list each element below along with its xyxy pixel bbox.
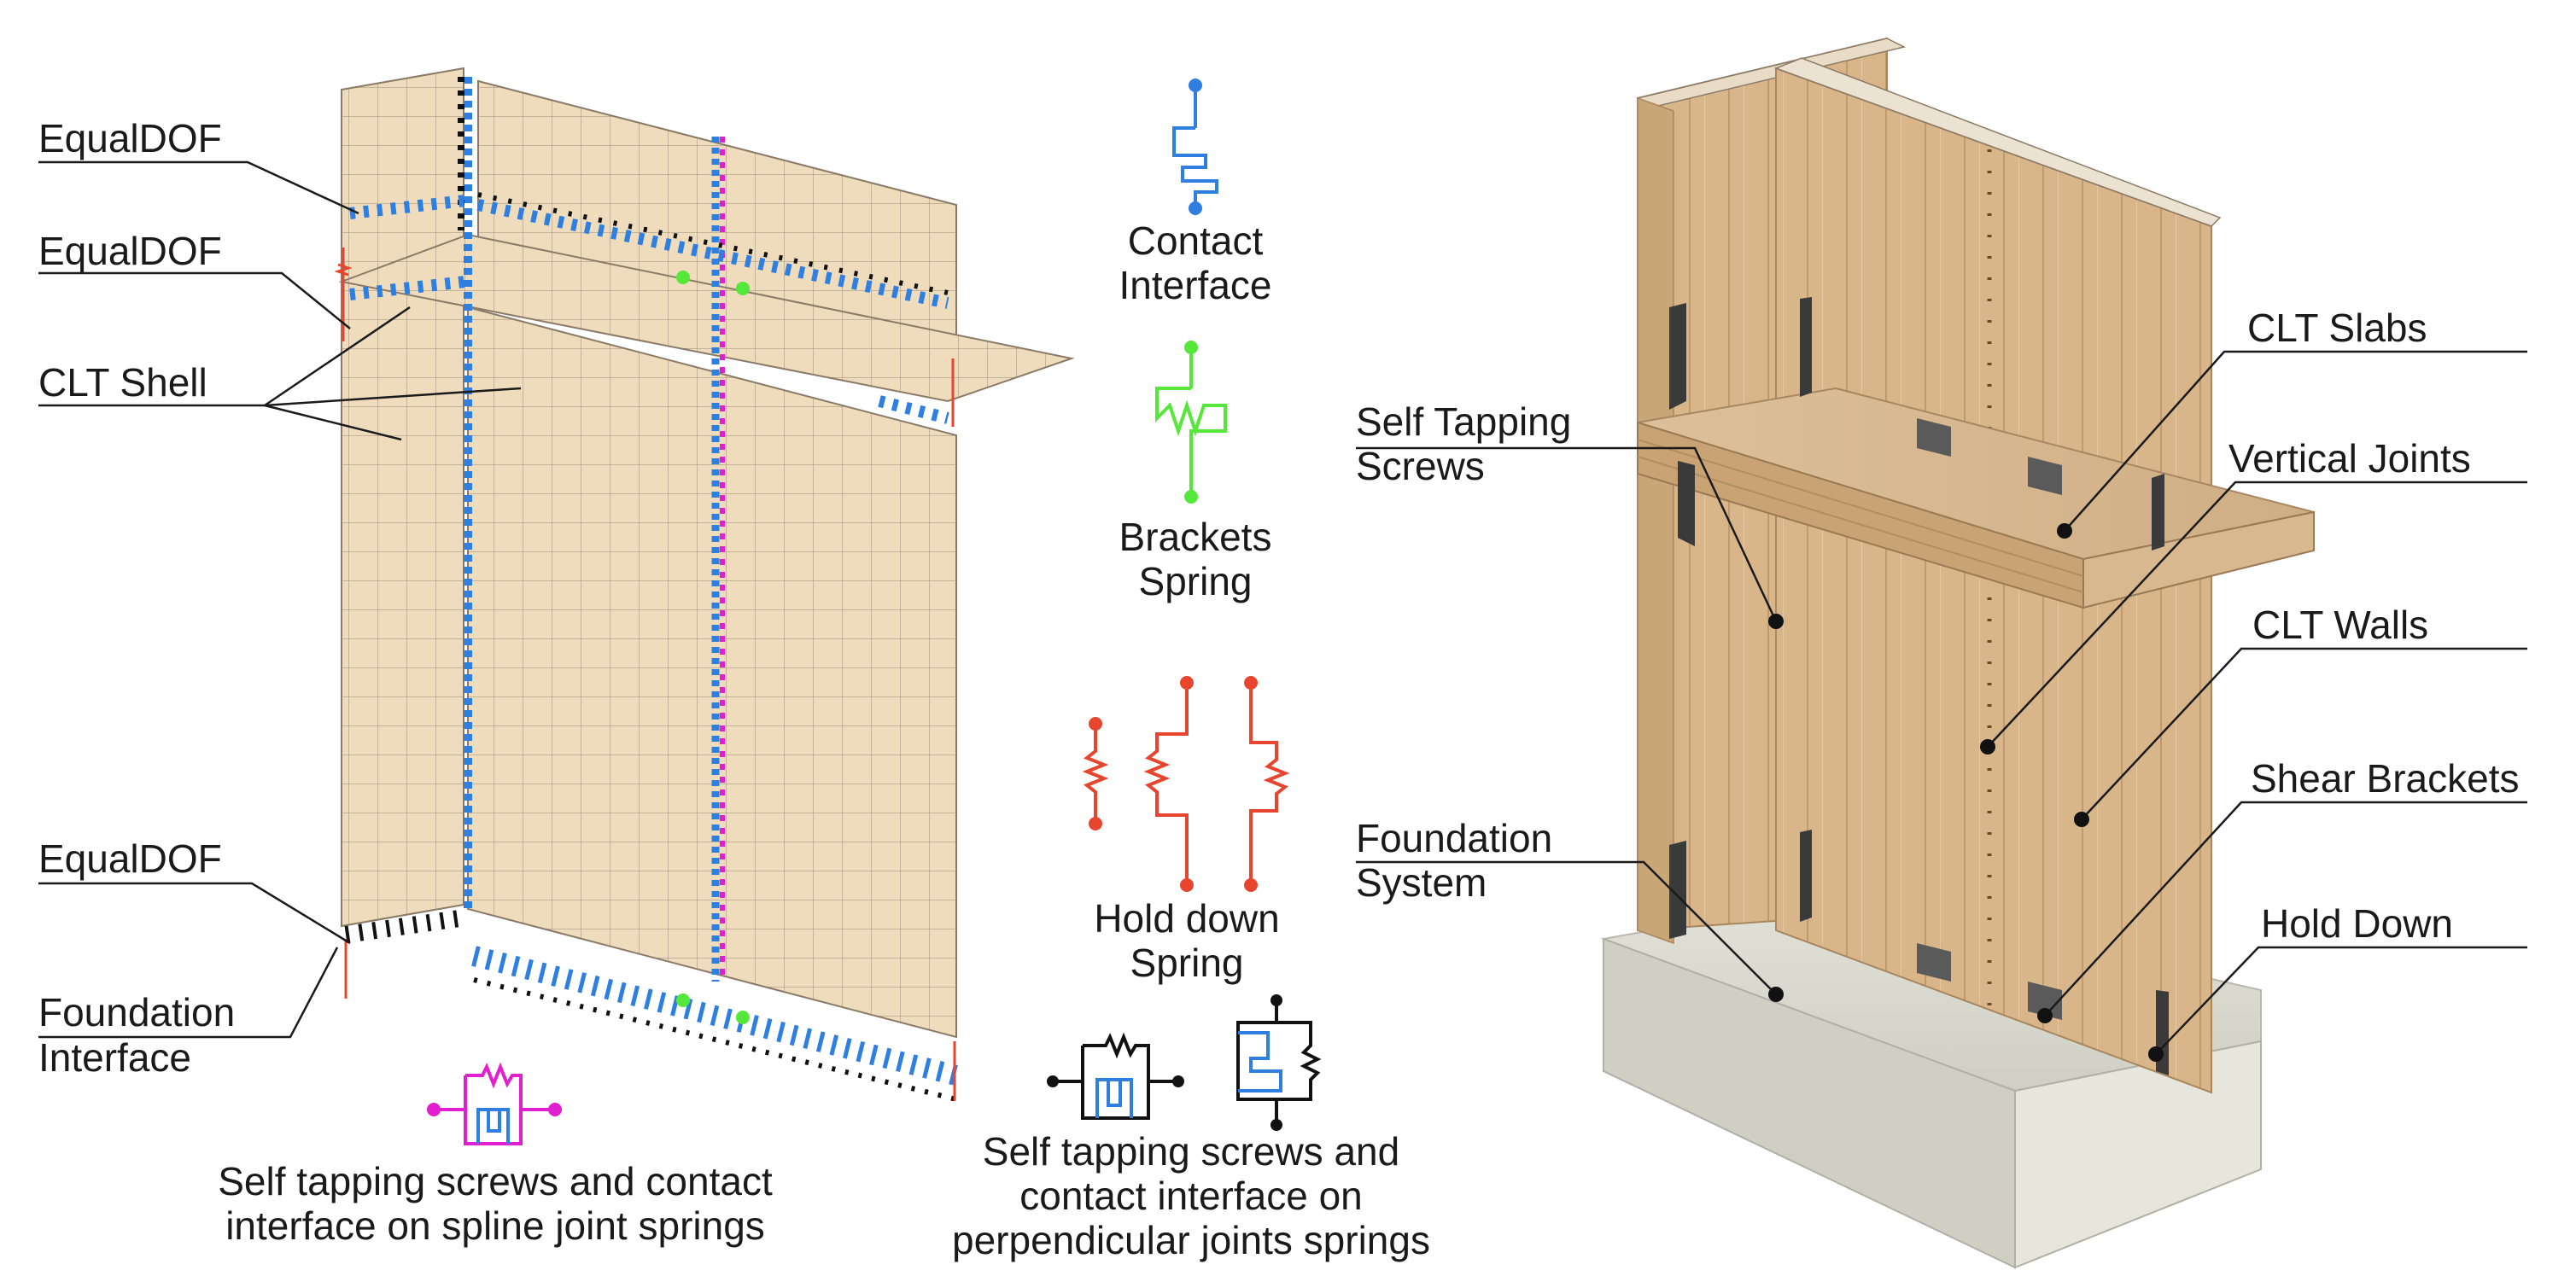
foundation-interface-label-2: Interface [38,1035,191,1080]
vertical-joints-label: Vertical Joints [2228,436,2471,481]
equaldof-label-2: EqualDOF [38,229,222,273]
equaldof-label-1: EqualDOF [38,116,222,160]
hold-down-brackets [1669,297,2169,1075]
self-tapping-label-1: Self Tapping [1356,399,1571,444]
left-leaders [38,160,522,1039]
perpendicular-joint-symbols [1047,994,1322,1131]
clt-walls-label: CLT Walls [2252,603,2428,647]
clt-slabs-label: CLT Slabs [2247,306,2427,350]
equaldof-label-3: EqualDOF [38,836,222,881]
spline-caption-1: Self tapping screws and contact [218,1159,773,1203]
hold-down-spring-label-2: Spring [1130,941,1244,985]
shear-brackets [1917,418,2062,1020]
spline-caption-2: interface on spline joint springs [225,1203,765,1248]
shear-brackets-label: Shear Brackets [2251,756,2519,801]
right-labels: CLT Slabs Self Tapping Screws Vertical J… [1356,306,2519,946]
slab-joint-springs [476,199,949,309]
spline-joint-symbol [427,1062,562,1145]
right-leaders [1356,350,2527,1062]
fe-model [334,67,1075,1102]
building-render [1600,37,2315,1269]
perp-caption-3: perpendicular joints springs [952,1218,1430,1262]
hold-down-spring-label-1: Hold down [1094,896,1279,941]
contact-interface-label-2: Interface [1119,263,1272,307]
self-tapping-label-2: Screws [1356,444,1485,488]
perp-caption-2: contact interface on [1019,1174,1362,1218]
perp-caption-1: Self tapping screws and [983,1129,1399,1174]
foundation-system-label-1: Foundation [1356,816,1552,860]
left-labels: EqualDOF EqualDOF CLT Shell EqualDOF Fou… [38,116,235,1080]
hold-down-spring-symbols [1082,676,1290,892]
brackets-spring-symbol [1155,341,1227,504]
foundation-interface-label-1: Foundation [38,990,235,1034]
foundation-system-label-2: System [1356,860,1487,905]
hold-down-label: Hold Down [2261,901,2453,946]
contact-interface-symbol [1172,79,1218,215]
brackets-spring-label-2: Spring [1139,559,1253,603]
contact-interface-label-1: Contact [1128,218,1264,263]
clt-shell-label: CLT Shell [38,360,207,405]
floor-slab [338,233,1075,403]
brackets-spring-label-1: Brackets [1119,515,1272,559]
